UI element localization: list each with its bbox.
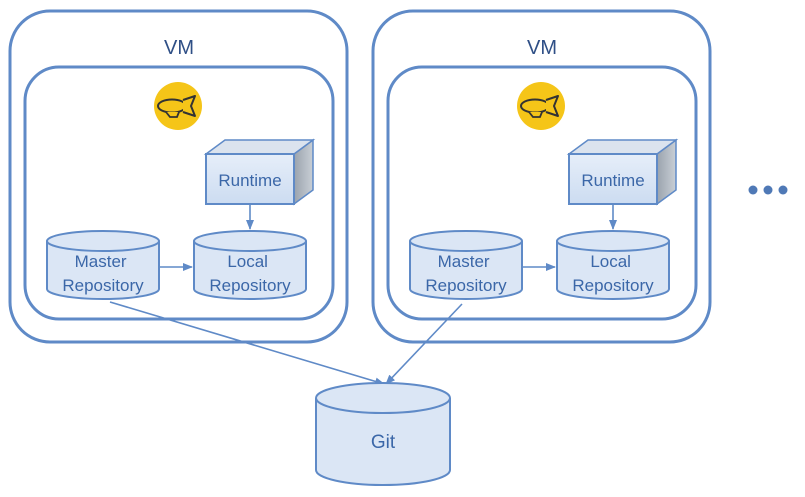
git-label: Git [371, 432, 396, 453]
master-repository-cylinder: Master Repository [409, 230, 523, 300]
runtime-box: Runtime [203, 138, 316, 206]
vm-2: VM Runtime Master Repository [371, 9, 712, 344]
git-cylinder: Git [315, 382, 451, 486]
vm-1: VM Runtime Master Repository [8, 9, 349, 344]
runtime-box: Runtime [566, 138, 679, 206]
vm-title: VM [527, 37, 557, 59]
local-repository-cylinder: Local Repository [193, 230, 307, 300]
master-repository-label: Master Repository [425, 252, 507, 295]
master-to-git-arrow-2 [385, 303, 463, 385]
zeppelin-blimp-icon [154, 82, 202, 130]
master-repository-label: Master Repository [62, 252, 144, 295]
local-repository-label: Local Repository [209, 252, 291, 295]
ellipsis-icon [748, 185, 788, 195]
local-repository-cylinder: Local Repository [556, 230, 670, 300]
runtime-label: Runtime [218, 171, 281, 190]
runtime-label: Runtime [581, 171, 644, 190]
master-to-git-arrow-1 [109, 301, 385, 386]
zeppelin-blimp-icon [517, 82, 565, 130]
master-repository-cylinder: Master Repository [46, 230, 160, 300]
local-repository-label: Local Repository [572, 252, 654, 295]
vm-title: VM [164, 37, 194, 59]
